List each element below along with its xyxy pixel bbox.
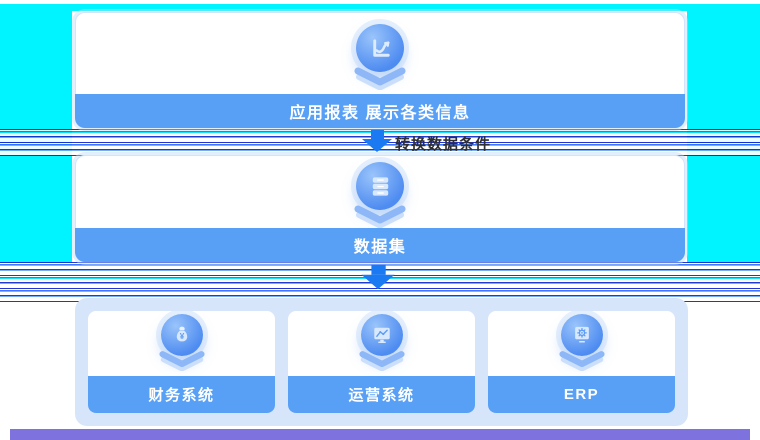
glitch-top-strip [0,4,760,11]
arrow-stem [370,264,386,275]
source-card-label: ERP [488,376,675,413]
down-arrow-icon [361,264,395,290]
arrow-label: 转换数据条件 [395,136,492,153]
layer-chevron-icon [158,351,205,371]
down-arrow-icon [362,130,392,152]
money-bag-icon: ¥ [160,314,203,356]
reports-card-label: 应用报表 展示各类信息 [75,94,685,128]
source-card-operations: 运营系统 [288,311,475,413]
source-card-body [488,311,675,376]
arrow-head [362,139,392,152]
layer-chevron-icon [354,67,406,90]
source-card-label: 运营系统 [288,376,475,413]
arrow-stem [370,130,384,139]
dataset-card: 数据集 [75,155,685,262]
source-card-body [288,311,475,376]
monitor-chart-icon [360,314,403,356]
line-chart-glyph [372,38,390,57]
sources-panel: ¥ 财务系统 [75,298,688,426]
gear-window-glyph [574,326,589,343]
database-stack-icon [356,162,404,210]
layer-chevron-icon [358,351,405,371]
layer-chevron-icon [558,351,605,371]
erp-icon-group [558,314,606,371]
source-card-body: ¥ [88,311,275,376]
line-chart-icon [356,24,404,72]
gear-window-icon [560,314,603,356]
bottom-purple-bar [10,429,750,440]
dataset-icon-group [353,162,407,228]
layer-chevron-icon [354,205,406,228]
finance-icon-group: ¥ [158,314,206,371]
database-stack-glyph [372,176,388,196]
source-card-finance: ¥ 财务系统 [88,311,275,413]
source-card-erp: ERP [488,311,675,413]
arrow-head [361,274,395,290]
operations-icon-group [358,314,406,371]
reports-card: 应用报表 展示各类信息 [75,12,685,128]
currency-symbol: ¥ [179,332,184,341]
monitor-chart-glyph [373,327,390,344]
source-card-label: 财务系统 [88,376,275,413]
dataset-card-label: 数据集 [75,228,685,262]
reports-icon-group [353,24,407,90]
money-bag-glyph: ¥ [176,326,187,342]
